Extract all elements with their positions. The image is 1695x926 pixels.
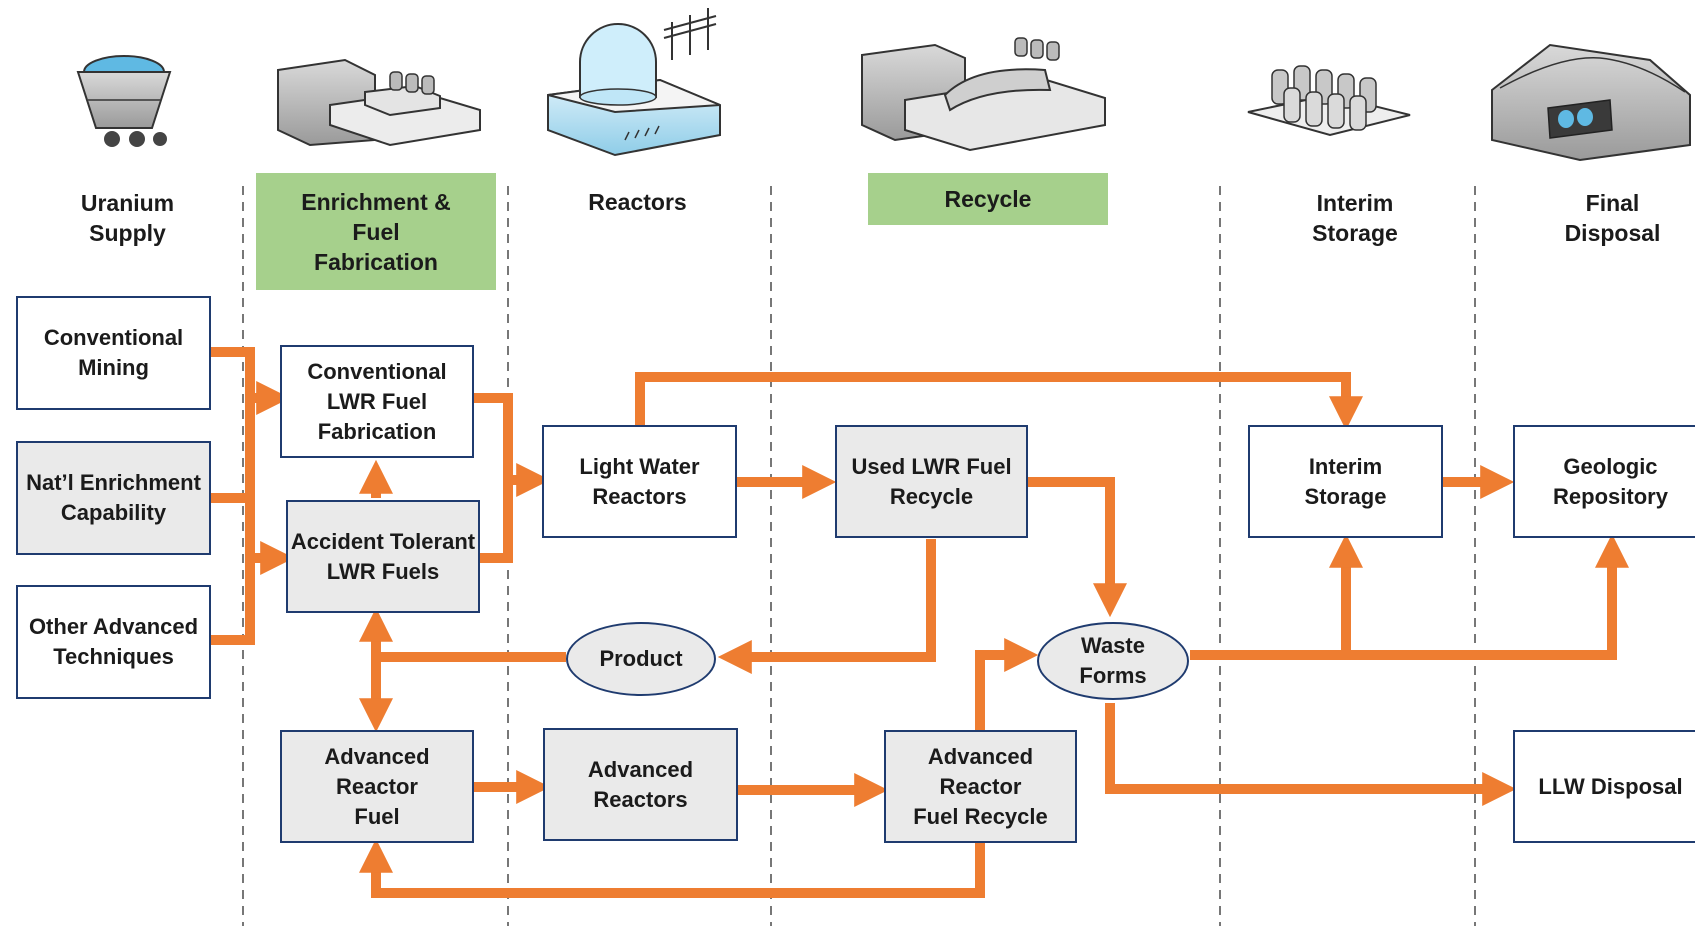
node-advanced-reactor-fuel-recycle: Advanced Reactor Fuel Recycle (884, 730, 1077, 843)
stage-header-enrichment-fabrication: Enrichment & Fuel Fabrication (256, 173, 496, 290)
node-llw-disposal: LLW Disposal (1513, 730, 1695, 843)
node-natl-enrichment-capability: Nat’l Enrichment Capability (16, 441, 211, 555)
arrow-recycle-to-waste (1026, 477, 1128, 618)
arrow-waste-to-interim (1190, 533, 1364, 660)
node-light-water-reactors: Light Water Reactors (542, 425, 737, 538)
flow-arrows (210, 347, 1630, 898)
node-advanced-reactor-fuel: Advanced Reactor Fuel (280, 730, 474, 843)
mine-cart-icon (76, 55, 172, 147)
fuel-fabrication-plant-icon (277, 58, 481, 147)
reactor-icon (547, 8, 721, 157)
stage-header-interim-storage: Interim Storage (1312, 190, 1398, 246)
repository-icon (1491, 43, 1691, 162)
storage-casks-icon (1247, 65, 1411, 137)
arrow-waste-to-geologic (1346, 533, 1630, 660)
node-conventional-mining: Conventional Mining (16, 296, 211, 410)
node-other-advanced-techniques: Other Advanced Techniques (16, 585, 211, 699)
node-used-lwr-fuel-recycle: Used LWR Fuel Recycle (835, 425, 1028, 538)
stage-header-uranium-supply: Uranium Supply (80, 190, 175, 246)
stage-header-recycle: Recycle (868, 173, 1108, 225)
stage-header-reactors: Reactors (588, 189, 687, 215)
recycle-plant-icon (861, 37, 1106, 152)
node-waste-forms: Waste Forms (1037, 622, 1189, 700)
stage-header-final-disposal: Final Disposal (1564, 190, 1661, 246)
node-accident-tolerant-lwr-fuels: Accident Tolerant LWR Fuels (286, 500, 480, 613)
arrow-conv-fab-to-lwr (473, 393, 551, 498)
node-advanced-reactors: Advanced Reactors (543, 728, 738, 841)
node-conventional-lwr-fuel-fabrication: Conventional LWR Fuel Fabrication (280, 345, 474, 458)
node-interim-storage: Interim Storage (1248, 425, 1443, 538)
arrow-lwr-to-interim (635, 372, 1364, 431)
arrow-waste-to-llw (1105, 703, 1517, 807)
arrow-adv-recycle-to-waste (975, 637, 1039, 730)
arrow-product-to-fuels (358, 607, 566, 662)
node-product: Product (566, 622, 716, 696)
node-geologic-repository: Geologic Repository (1513, 425, 1695, 538)
arrow-atf-to-lwr (473, 480, 513, 563)
arrow-adv-recycle-to-adv-fuel (358, 838, 985, 898)
arrow-recycle-to-product (717, 539, 936, 675)
arrow-other-to-fab (210, 398, 255, 645)
arrow-mining-to-conv-fab (210, 347, 291, 416)
